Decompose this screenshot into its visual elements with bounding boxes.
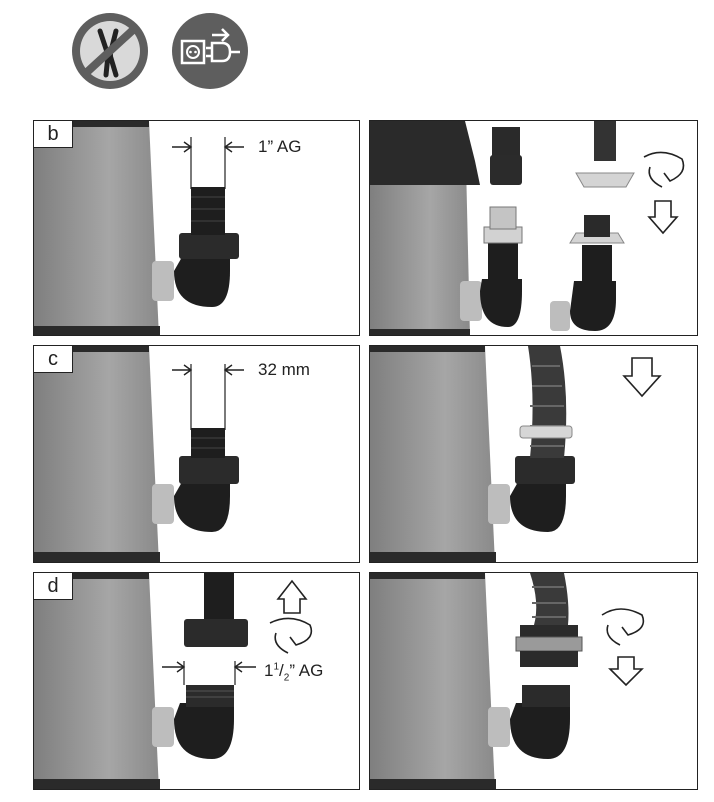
dimension-label: 32 mm (258, 360, 310, 379)
threaded-hose-connector-illustration (370, 573, 645, 789)
step-c-right-panel (369, 345, 698, 563)
step-label: d (34, 573, 73, 600)
unplug-before-work-icon (170, 11, 250, 91)
pump-with-1-half-inch-thread (34, 573, 313, 789)
pump-with-32mm-nozzle (34, 346, 244, 562)
hose-clamp-illustration (370, 346, 662, 562)
dimension-label: 11/2” AG (264, 661, 324, 684)
step-d-left-panel: d 11/2” AG (33, 572, 360, 790)
step-b-right-panel (369, 120, 698, 336)
no-pliers-icon (70, 11, 150, 91)
dimension-label: 1” AG (258, 137, 302, 156)
quick-connectors-illustration (370, 121, 685, 335)
step-d-right-panel (369, 572, 698, 790)
pump-with-1-inch-nozzle (34, 121, 244, 335)
step-label: c (34, 346, 73, 373)
step-b-left-panel: b 1” AG (33, 120, 360, 336)
step-label: b (34, 121, 73, 148)
step-c-left-panel: c 32 mm (33, 345, 360, 563)
